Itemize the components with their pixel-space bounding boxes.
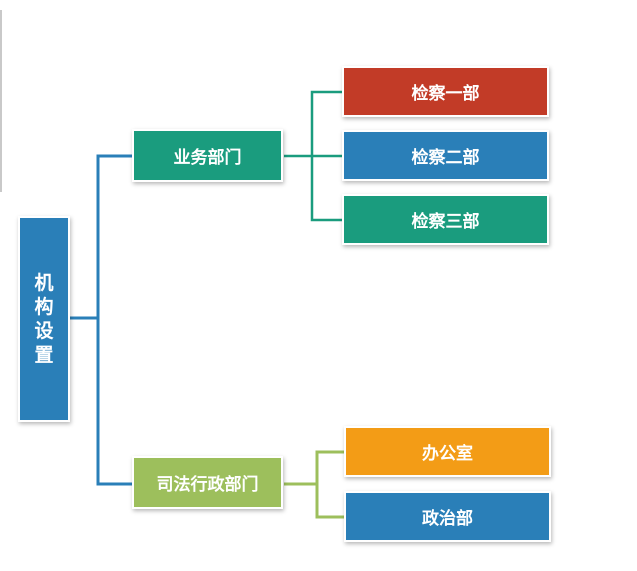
node-procuratorate-3: 检察三部 — [342, 194, 549, 245]
node-label: 检察二部 — [411, 148, 480, 168]
node-label: 业务部门 — [173, 148, 242, 168]
node-label: 政治部 — [422, 509, 473, 529]
node-procuratorate-2: 检察二部 — [342, 130, 549, 181]
node-procuratorate-1: 检察一部 — [342, 66, 549, 117]
left-edge-divider — [0, 10, 2, 192]
root-char: 机 — [34, 272, 54, 294]
node-office: 办公室 — [344, 426, 551, 477]
node-label: 司法行政部门 — [156, 475, 259, 495]
root-char: 设 — [34, 320, 54, 342]
node-political-dept: 政治部 — [344, 491, 551, 542]
root-connector — [70, 154, 134, 486]
root-node: 机 构 设 置 — [18, 216, 70, 422]
node-label: 办公室 — [422, 444, 473, 464]
admin-connector — [284, 450, 345, 519]
node-label: 检察三部 — [411, 212, 480, 232]
business-connector — [284, 90, 343, 222]
node-admin-dept: 司法行政部门 — [132, 456, 283, 509]
root-char: 构 — [34, 296, 54, 318]
node-business-dept: 业务部门 — [132, 129, 283, 182]
node-label: 检察一部 — [411, 84, 480, 104]
root-char: 置 — [34, 344, 54, 366]
